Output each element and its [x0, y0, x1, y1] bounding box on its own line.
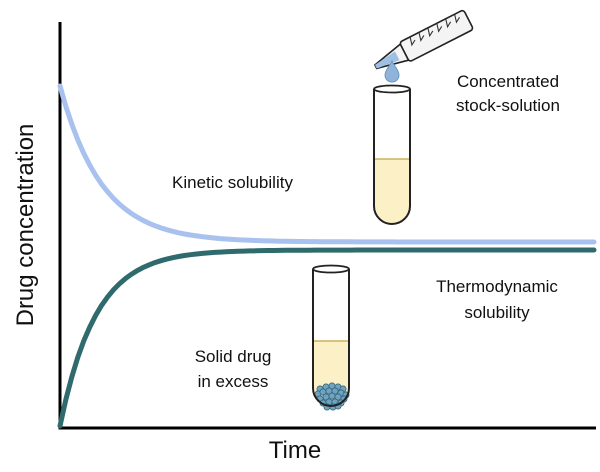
thermodynamic-solubility-label-line2: solubility	[464, 303, 530, 322]
drug-particle	[334, 393, 342, 401]
solid-drug-label-line2: in excess	[198, 372, 269, 391]
drug-particle	[328, 392, 336, 400]
solid-drug-label-line1: Solid drug	[195, 347, 272, 366]
thermodynamic-solubility-curve	[57, 247, 597, 429]
kinetic-solubility-label: Kinetic solubility	[172, 173, 293, 192]
x-axis-label: Time	[269, 437, 321, 464]
stock-solution-label-line1: Concentrated	[457, 72, 559, 91]
test-tube-icon	[373, 84, 411, 225]
test-tube-with-particles-icon	[312, 264, 350, 411]
pipette-icon	[373, 9, 474, 70]
drug-particle	[331, 387, 339, 395]
thermodynamic-solubility-label-line1: Thermodynamic	[436, 277, 558, 296]
y-axis-label: Drug concentration	[12, 124, 39, 327]
droplet-icon	[384, 59, 400, 83]
stock-solution-label-line2: stock-solution	[456, 96, 560, 115]
kinetic-solubility-curve	[57, 83, 597, 245]
